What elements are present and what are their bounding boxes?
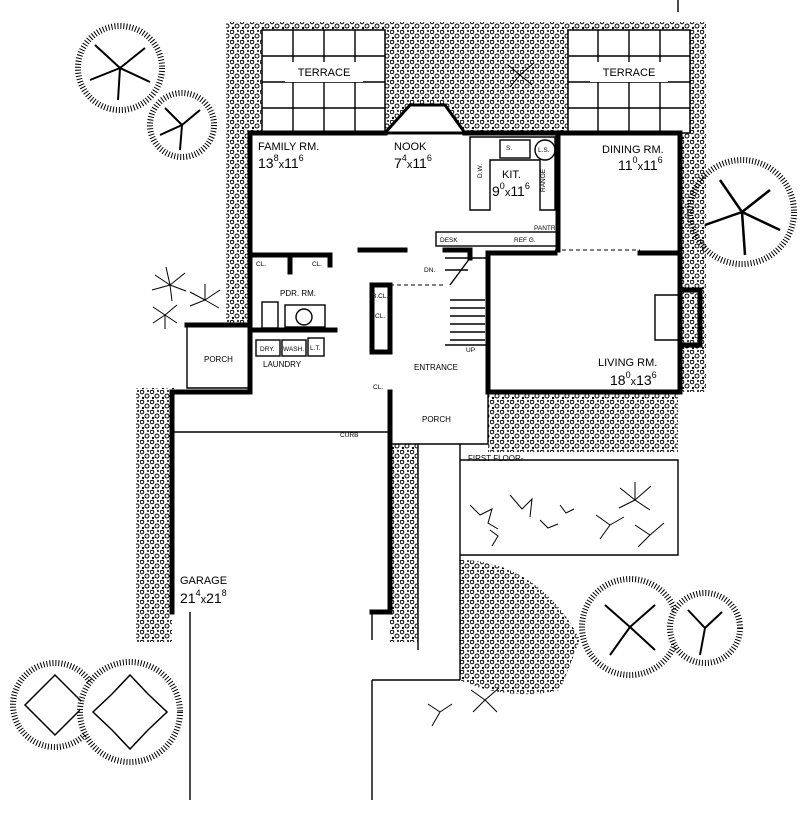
front-porch-label: PORCH — [422, 415, 451, 424]
room-kitchen: KIT. 90x116 — [492, 169, 530, 199]
terrace-right: TERRACE — [567, 29, 691, 134]
tree-icon — [579, 576, 743, 678]
room-living: LIVING RM. 180x136 — [598, 357, 657, 388]
laundry-tub-label: L.T. — [310, 345, 321, 352]
room-name: KIT. — [502, 169, 521, 181]
washer-label: WASH. — [283, 346, 304, 353]
kitchen-counters: S. L.S. D.W. RANGE DESK REF G. PANTRY — [435, 136, 560, 247]
pantry-label: PANTRY — [534, 225, 560, 232]
terrace-left: TERRACE — [261, 29, 386, 134]
svg-text:110x116: 110x116 — [618, 155, 663, 173]
dishwasher-label: D.W. — [477, 164, 484, 178]
closet-label: CL. — [256, 261, 266, 268]
svg-text:90x116: 90x116 — [492, 181, 530, 199]
terrace-left-label: TERRACE — [298, 67, 351, 79]
sink-label: S. — [506, 145, 512, 152]
closet-label: CL. — [373, 384, 383, 391]
range-label: RANGE — [540, 168, 547, 192]
svg-text:74x116: 74x116 — [394, 153, 432, 171]
room-garage: GARAGE 214x218 — [180, 575, 227, 606]
plant-icon — [151, 62, 665, 727]
shrub-icon — [10, 659, 183, 765]
side-porch-label: PORCH — [204, 355, 233, 364]
tree-icon — [147, 90, 217, 160]
room-nook: NOOK 74x116 — [394, 141, 432, 171]
floor-label: FIRST FLOOR- — [468, 454, 524, 463]
svg-text:180x136: 180x136 — [610, 370, 657, 388]
stairs[interactable]: DN. UP — [424, 257, 489, 354]
broom-closet-label: B.CL. — [372, 293, 388, 300]
dryer-label: DRY. — [260, 346, 275, 353]
desk-label: DESK — [440, 237, 458, 244]
laundry-fixtures: DRY. WASH. L.T. — [255, 301, 326, 357]
room-name: FAMILY RM. — [258, 141, 319, 153]
room-name: DINING RM. — [602, 144, 664, 156]
closet-label: CL. — [312, 261, 322, 268]
powder-room-label: PDR. RM. — [280, 289, 316, 298]
curb-label: CURB — [340, 432, 358, 439]
refrigerator-label: REF G. — [514, 237, 536, 244]
room-name: LIVING RM. — [598, 357, 657, 369]
tree-icon — [75, 23, 165, 113]
closet-label: CL. — [375, 313, 385, 320]
stair-up-label: UP — [466, 347, 475, 354]
terrace-right-label: TERRACE — [603, 67, 656, 79]
groundcover-icon — [469, 494, 575, 547]
lazy-susan-label: L.S. — [538, 147, 550, 154]
room-family: FAMILY RM. 138x116 — [258, 141, 319, 171]
laundry-label: LAUNDRY — [263, 360, 302, 369]
room-name: GARAGE — [180, 575, 227, 587]
tree-icon — [687, 157, 797, 267]
stair-down-label: DN. — [424, 267, 435, 274]
svg-text:214x218: 214x218 — [180, 588, 227, 606]
entrance-label: ENTRANCE — [414, 363, 458, 372]
walls — [169, 130, 703, 800]
room-dining: DINING RM. 110x116 — [602, 144, 664, 173]
svg-text:138x116: 138x116 — [258, 153, 304, 171]
room-name: NOOK — [394, 141, 427, 153]
